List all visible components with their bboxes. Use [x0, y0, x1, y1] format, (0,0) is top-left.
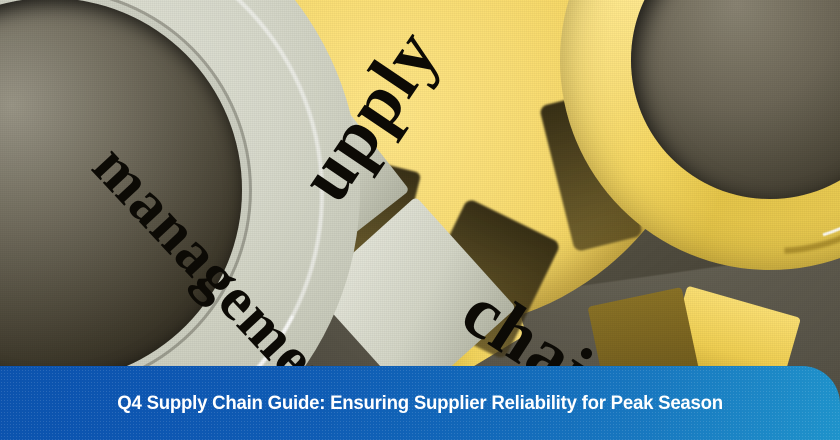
title-banner: Q4 Supply Chain Guide: Ensuring Supplier…: [0, 366, 840, 440]
banner-title-text: Q4 Supply Chain Guide: Ensuring Supplier…: [117, 391, 723, 414]
